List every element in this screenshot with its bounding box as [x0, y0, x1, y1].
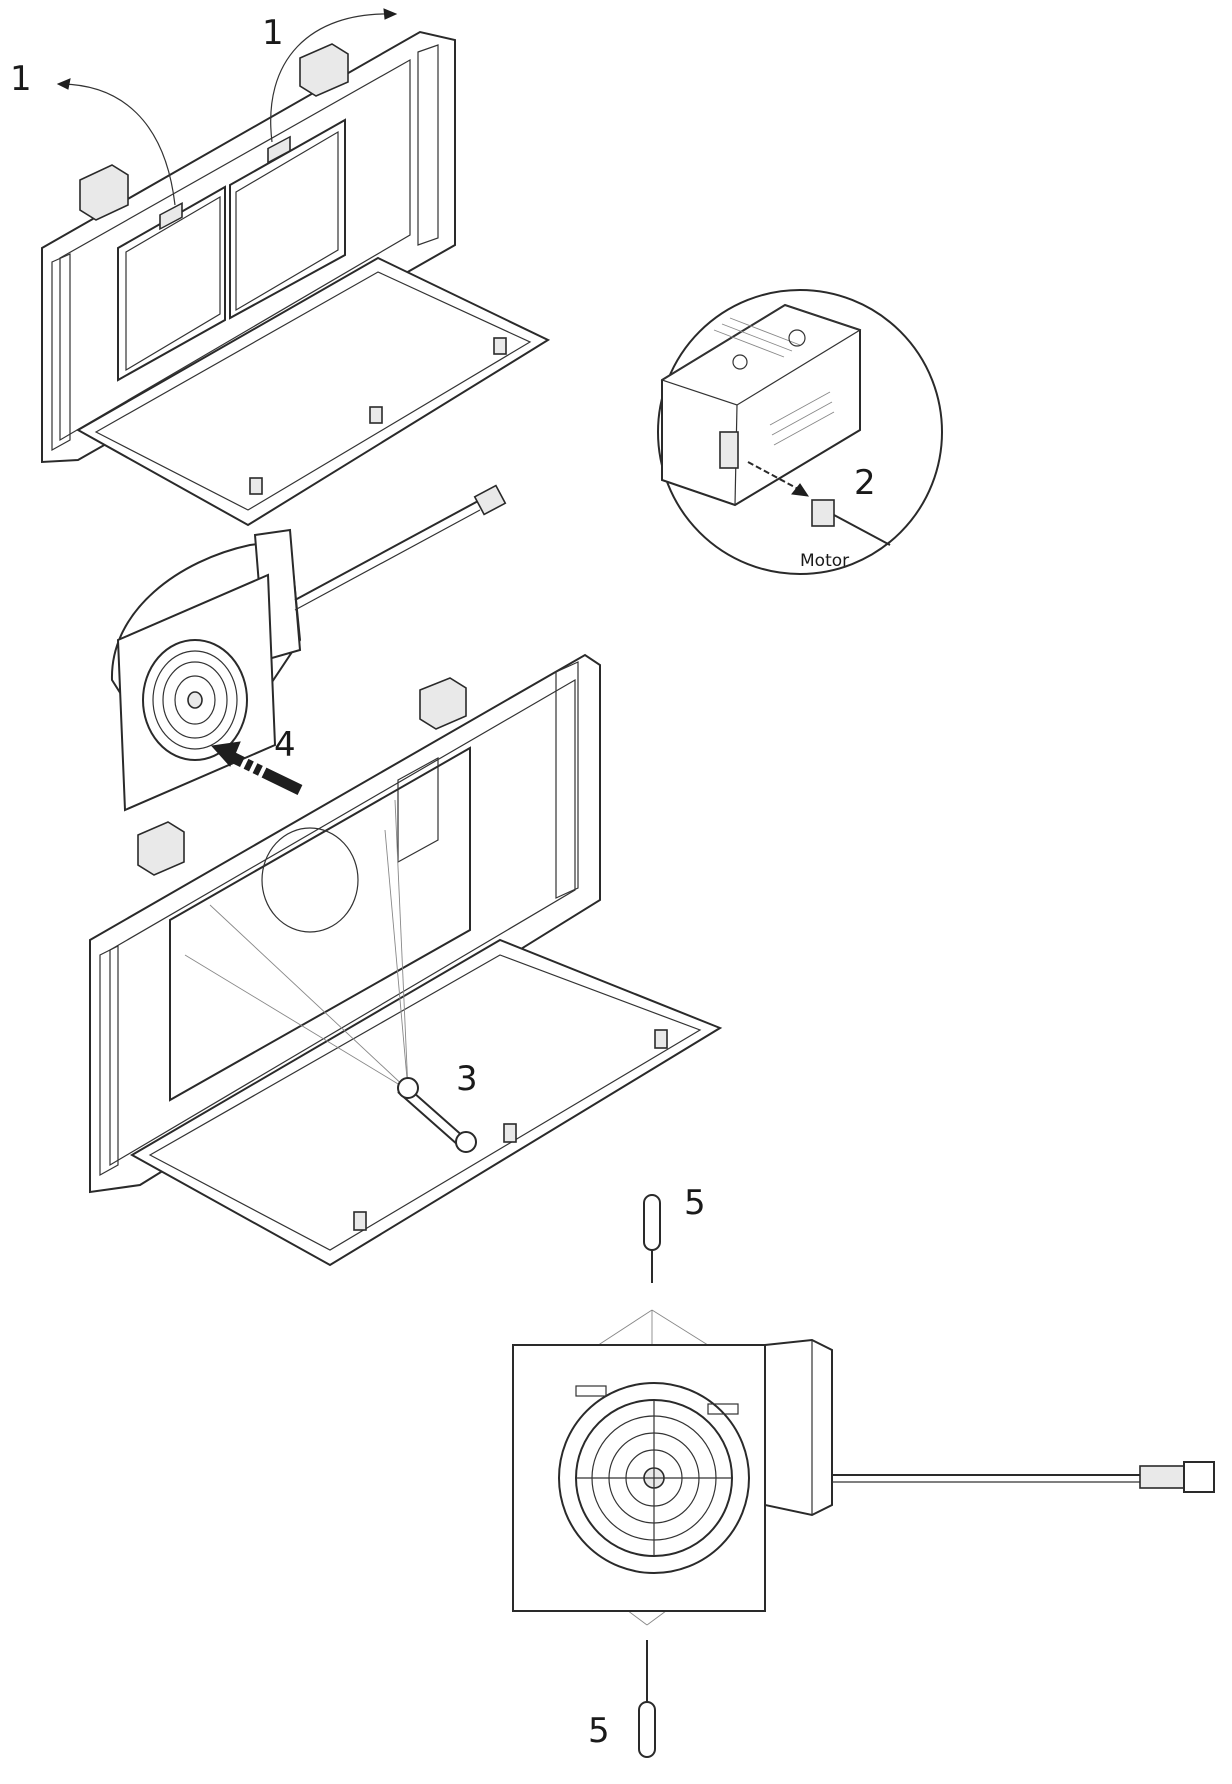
- motor-opening: [261, 827, 359, 933]
- callout-step5-bottom: 5: [588, 1711, 610, 1751]
- motor-label: Motor: [800, 551, 850, 571]
- bottom-hood-assembly: [89, 653, 723, 1267]
- callout-step4: 4: [274, 725, 296, 765]
- motor-plug: [811, 499, 835, 527]
- connector-detail: [657, 289, 943, 575]
- top-filter-left: [117, 185, 226, 382]
- arrow-insert-blower: [229, 752, 303, 795]
- screwdriver-top: [643, 1194, 661, 1283]
- blower-cable-plug: [1139, 1465, 1185, 1489]
- blower-front-view: [512, 1194, 1215, 1758]
- top-bracket-left: [79, 164, 129, 221]
- bottom-bracket-left: [137, 821, 185, 876]
- callout-step2: 2: [854, 463, 876, 503]
- top-bracket-right: [299, 43, 349, 97]
- top-lower-panel: [75, 256, 551, 527]
- arrow-filter-right: [270, 13, 393, 143]
- callout-step3: 3: [456, 1059, 478, 1099]
- callout-step1-left: 1: [10, 59, 32, 99]
- top-hood-assembly: [41, 8, 551, 527]
- callout-step5-top: 5: [684, 1183, 706, 1223]
- blower-motor-unit: [110, 484, 507, 812]
- callout-step1-right: 1: [262, 13, 284, 53]
- blower-side-housing: [764, 1338, 833, 1517]
- bottom-bracket-right: [419, 677, 467, 730]
- top-filter-right: [229, 118, 346, 320]
- arrow-filter-left: [61, 83, 176, 206]
- screwdriver-bottom: [638, 1640, 656, 1758]
